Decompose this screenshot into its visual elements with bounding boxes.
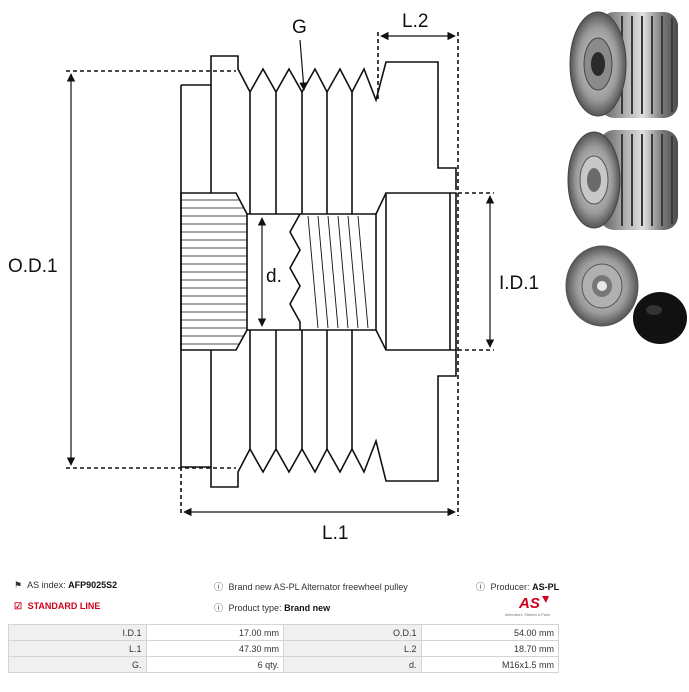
standard-line-label: STANDARD LINE [27,601,101,611]
product-type-line: ⓘ Product type: Brand new [214,601,330,614]
spec-label: L.2 [283,640,422,657]
dust-cap [633,292,687,344]
spec-value: 18.70 mm [420,640,559,657]
spec-label: G. [8,656,147,673]
spec-label: I.D.1 [8,624,147,641]
pulley-photo-front-with-cap [565,245,687,344]
spec-value: 17.00 mm [145,624,284,641]
pulley-photo-bearing [567,130,678,230]
pulley-photo-side [569,11,678,118]
table-row: G. 6 qty. d. M16x1.5 mm [8,656,559,673]
g-leader-line [299,39,308,91]
spec-label: O.D.1 [283,624,422,641]
logo-text: AS [518,595,540,612]
product-type-label: Product type: [228,603,282,613]
info-icon: ⓘ [476,582,486,592]
info-icon: ⓘ [214,582,224,592]
as-pl-logo: AS Alternators, Starters & Parts [505,595,550,617]
table-row: I.D.1 17.00 mm O.D.1 54.00 mm [8,624,559,641]
label-g: G [292,17,307,38]
tag-icon: ⚑ [14,580,23,590]
standard-line: ☑ STANDARD LINE [14,601,100,612]
specs-table: I.D.1 17.00 mm O.D.1 54.00 mm L.1 47.30 … [8,624,559,673]
spec-value: M16x1.5 mm [420,656,559,673]
spec-value: 6 qty. [145,656,284,673]
description-text: Brand new AS-PL Alternator freewheel pul… [228,582,408,592]
label-l1: L.1 [322,523,348,544]
as-index-line: ⚑ AS index: AFP9025S2 [14,580,117,591]
pulley-outline [181,55,457,190]
spec-label: L.1 [8,640,147,657]
producer-value: AS-PL [532,582,560,592]
product-type-value: Brand new [284,603,331,613]
spec-label: d. [283,656,422,673]
label-d: d. [266,266,282,287]
pulley-technical-drawing: G L.2 O.D.1 d. I.D.1 L.1 [8,11,539,544]
description-line: ⓘ Brand new AS-PL Alternator freewheel p… [214,580,408,593]
as-index-value: AFP9025S2 [68,580,118,590]
spec-value: 47.30 mm [145,640,284,657]
producer-label: Producer: [490,582,530,592]
info-icon: ⓘ [214,603,224,613]
checkbox-icon: ☑ [14,601,23,611]
label-l2: L.2 [402,11,428,32]
spec-value: 54.00 mm [420,624,559,641]
product-photos [565,11,687,344]
label-od1: O.D.1 [8,256,58,277]
label-id1: I.D.1 [499,273,539,294]
as-index-label: AS index: [27,580,66,590]
producer-line: ⓘ Producer: AS-PL [476,580,559,593]
table-row: L.1 47.30 mm L.2 18.70 mm [8,640,559,657]
logo-tagline: Alternators, Starters & Parts [505,613,550,617]
